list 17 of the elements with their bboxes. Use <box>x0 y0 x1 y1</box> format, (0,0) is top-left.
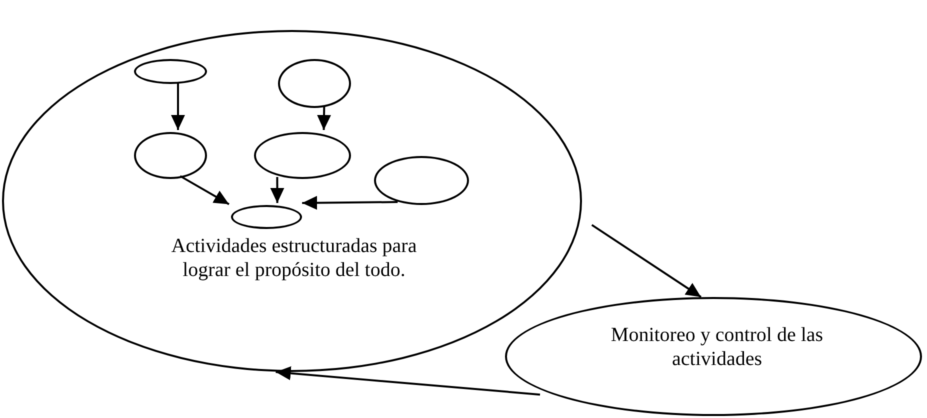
ellipse-node <box>2 30 582 372</box>
ellipse-node <box>505 297 922 416</box>
empty-ellipse <box>231 205 302 229</box>
arrow <box>270 177 284 203</box>
node-text: Monitoreo y control de las actividades <box>610 323 824 371</box>
arrow <box>276 366 540 396</box>
empty-ellipse <box>254 132 351 179</box>
arrow <box>591 224 702 298</box>
arrow <box>317 106 332 130</box>
empty-ellipse <box>134 59 207 84</box>
empty-ellipse <box>134 132 207 179</box>
arrow <box>171 82 185 130</box>
node-text: Actividades estructuradas para lograr el propósito del todo. <box>170 234 418 282</box>
arrow <box>302 196 398 210</box>
arrow <box>180 175 230 206</box>
empty-ellipse <box>278 59 351 108</box>
empty-ellipse <box>374 156 469 205</box>
